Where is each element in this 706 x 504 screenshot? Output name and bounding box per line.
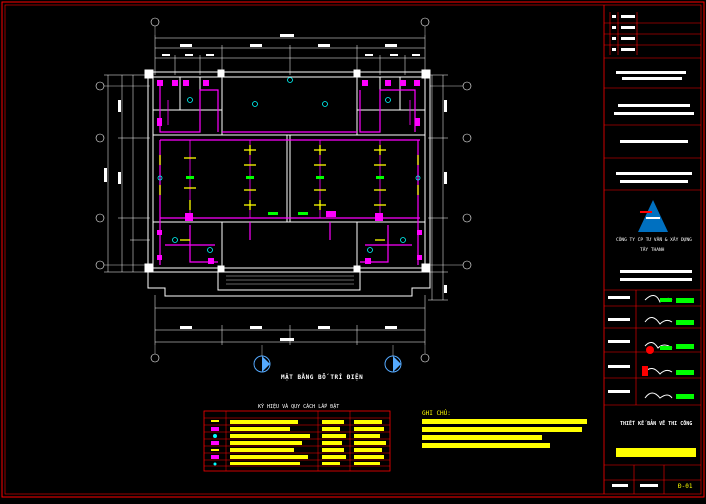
drawing-title: MẶT BẰNG BỐ TRÍ ĐIỆN xyxy=(281,374,364,381)
company-name-line1: CÔNG TY CP TƯ VẤN & XÂY DỰNG xyxy=(616,238,692,243)
title-block-grid xyxy=(604,12,701,494)
left-dimensions xyxy=(104,74,150,273)
section-markers xyxy=(253,345,402,373)
company-name-line2: TÂY THANH xyxy=(640,248,665,253)
dimension-labels xyxy=(104,34,447,341)
title-block-text-bars xyxy=(608,15,694,487)
notes-lines xyxy=(422,419,587,448)
green-outlets xyxy=(186,176,384,215)
electrical-branch-circuits xyxy=(167,100,411,218)
notes-title: GHI CHÚ: xyxy=(422,410,451,417)
drawing-name-label: MẶT BẰNG BỐ TRÍ ĐIỆN xyxy=(622,459,683,465)
axis-lines xyxy=(104,26,463,354)
drawing-type-label: THIẾT KẾ BẢN VẼ THI CÔNG xyxy=(620,421,693,427)
company-logo xyxy=(638,200,668,232)
inner-frame xyxy=(4,4,702,495)
drawing-name-highlight: MẶT BẰNG BỐ TRÍ ĐIỆN xyxy=(616,448,696,465)
sheet-number: Đ-01 xyxy=(678,483,693,490)
signature-names xyxy=(660,298,694,399)
stair-hatch xyxy=(226,267,354,285)
top-dimensions xyxy=(154,35,426,75)
red-stamps xyxy=(642,346,654,376)
light-fixtures xyxy=(159,145,419,241)
cyan-nodes xyxy=(157,77,421,253)
legend-table xyxy=(203,410,391,472)
bottom-dimensions xyxy=(154,295,426,345)
right-dimensions xyxy=(428,74,448,301)
legend-title: KÝ HIỆU VÀ QUY CÁCH LẮP ĐẶT xyxy=(258,404,340,410)
electrical-devices xyxy=(157,80,422,264)
axis-bubbles xyxy=(95,17,472,363)
